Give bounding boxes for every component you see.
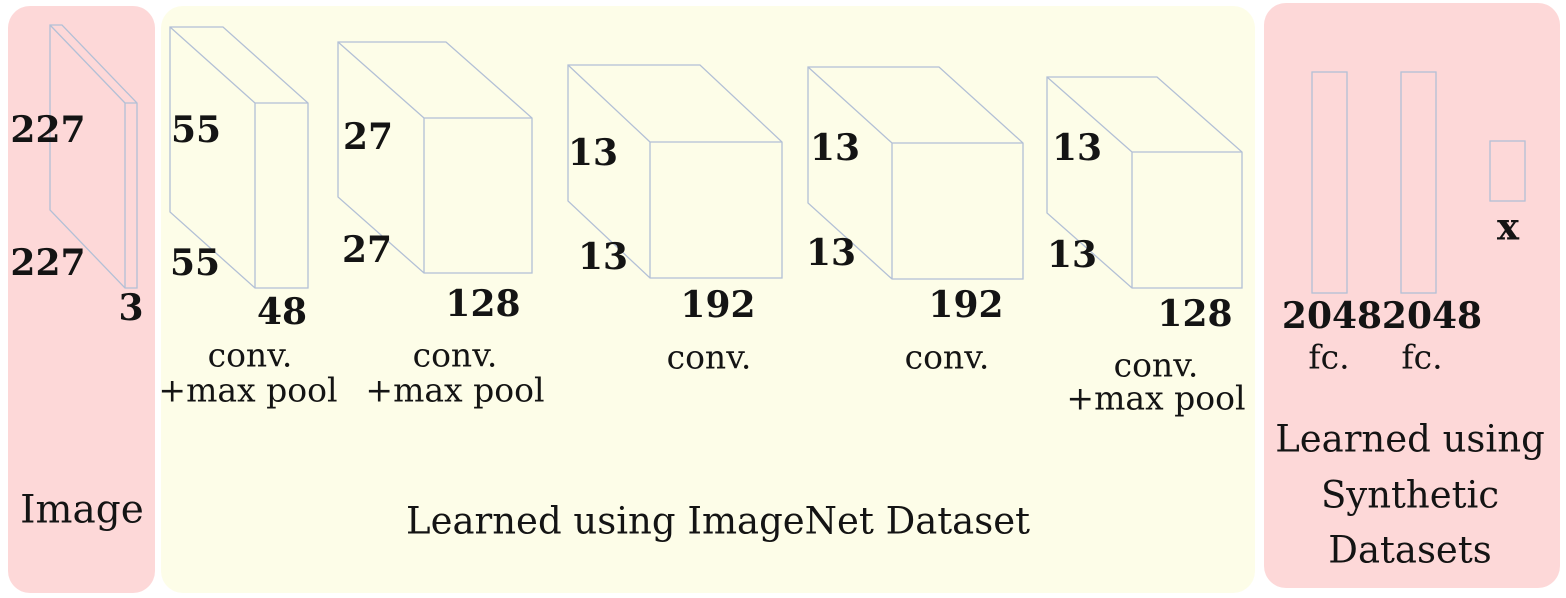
input-panel-caption: Image: [20, 487, 144, 533]
conv5-height-label: 13: [1051, 127, 1103, 169]
conv3-op-label: conv.: [666, 337, 752, 377]
conv1-box: [169, 26, 309, 289]
synthetic-caption-line2: Synthetic: [1320, 473, 1500, 517]
conv1-op-label: conv.: [207, 335, 293, 375]
input-height-label: 227: [10, 109, 86, 151]
fc6-rect: [1311, 71, 1348, 294]
output-x-label: x: [1496, 204, 1520, 249]
conv4-channels-label: 192: [928, 284, 1004, 326]
conv4-height-label: 13: [809, 127, 861, 169]
conv5-channels-label: 128: [1157, 293, 1233, 335]
input-panel: [8, 6, 155, 593]
conv3-height-label: 13: [567, 132, 619, 174]
input-channels-label: 3: [118, 287, 144, 329]
conv1-height-label: 55: [170, 109, 222, 151]
conv4-width-label: 13: [805, 232, 857, 274]
imagenet-panel: [161, 6, 1255, 593]
conv2-maxpool-label: +max pool: [365, 370, 545, 410]
conv5-op-label: conv.: [1113, 345, 1199, 385]
output-rect: [1489, 140, 1526, 202]
synthetic-caption-line1: Learned using: [1275, 417, 1545, 461]
conv4-box: [807, 66, 1024, 280]
conv3-channels-label: 192: [680, 284, 756, 326]
synthetic-panel: [1264, 3, 1560, 588]
fc6-op-label: fc.: [1308, 337, 1350, 377]
conv2-width-label: 27: [341, 229, 393, 271]
input-width-label: 227: [10, 242, 86, 284]
fc7-op-label: fc.: [1401, 337, 1443, 377]
fc6-units-label: 2048: [1281, 295, 1383, 337]
conv5-maxpool-label: +max pool: [1066, 378, 1246, 418]
conv2-channels-label: 128: [445, 283, 521, 325]
conv2-box: [337, 41, 533, 274]
conv1-width-label: 55: [169, 242, 221, 284]
conv1-maxpool-label: +max pool: [158, 370, 338, 410]
conv2-height-label: 27: [342, 116, 394, 158]
conv5-width-label: 13: [1046, 234, 1098, 276]
synthetic-caption-line3: Datasets: [1328, 528, 1492, 572]
imagenet-panel-caption: Learned using ImageNet Dataset: [406, 499, 1030, 543]
conv2-op-label: conv.: [412, 335, 498, 375]
conv3-box: [567, 64, 783, 279]
conv4-op-label: conv.: [904, 337, 990, 377]
fc7-units-label: 2048: [1381, 295, 1483, 337]
conv3-width-label: 13: [577, 236, 629, 278]
input-image-slab: [49, 24, 138, 289]
fc7-rect: [1400, 71, 1437, 294]
conv1-channels-label: 48: [256, 291, 308, 333]
conv5-box: [1046, 76, 1243, 289]
